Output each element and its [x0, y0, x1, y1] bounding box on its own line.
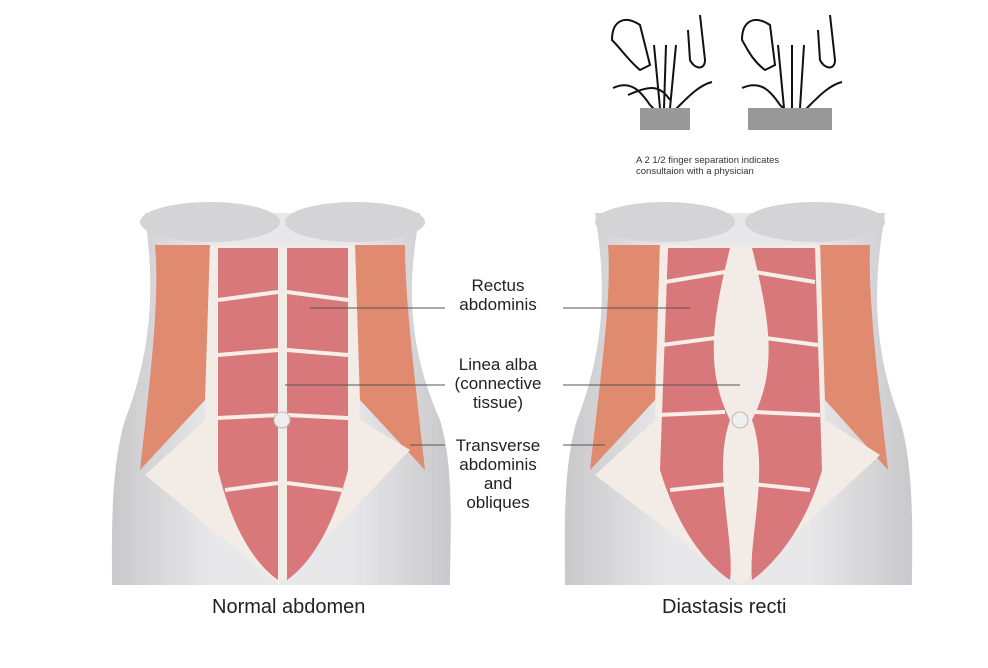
- finger-test-note: A 2 1/2 finger separation indicates cons…: [636, 155, 779, 177]
- label-line: Transverse: [455, 436, 541, 455]
- finger-test-sketch-normal: [610, 14, 713, 130]
- label-line: abdominis: [459, 295, 537, 314]
- label-line: Rectus: [471, 276, 525, 295]
- caption-diastasis-recti: Diastasis recti: [662, 596, 787, 618]
- label-line: (connective: [454, 374, 542, 393]
- leader-lines: [285, 307, 740, 446]
- note-line: A 2 1/2 finger separation indicates: [636, 155, 780, 166]
- label-linea-alba: Linea alba (connective tissue): [438, 355, 558, 412]
- normal-abdomen-illustration: [111, 202, 451, 585]
- label-line: abdominis: [459, 455, 537, 474]
- finger-test-sketch-diastasis: [740, 14, 843, 130]
- label-line: and: [483, 474, 513, 493]
- note-line: consultaion with a physician: [636, 166, 754, 177]
- label-line: obliques: [466, 493, 530, 512]
- caption-normal-abdomen: Normal abdomen: [212, 596, 366, 618]
- label-rectus-abdominis: Rectus abdominis: [438, 276, 558, 314]
- label-transverse-obliques: Transverse abdominis and obliques: [438, 436, 558, 512]
- label-line: tissue): [472, 393, 524, 412]
- label-line: Linea alba: [458, 355, 538, 374]
- diastasis-recti-illustration: [564, 202, 913, 585]
